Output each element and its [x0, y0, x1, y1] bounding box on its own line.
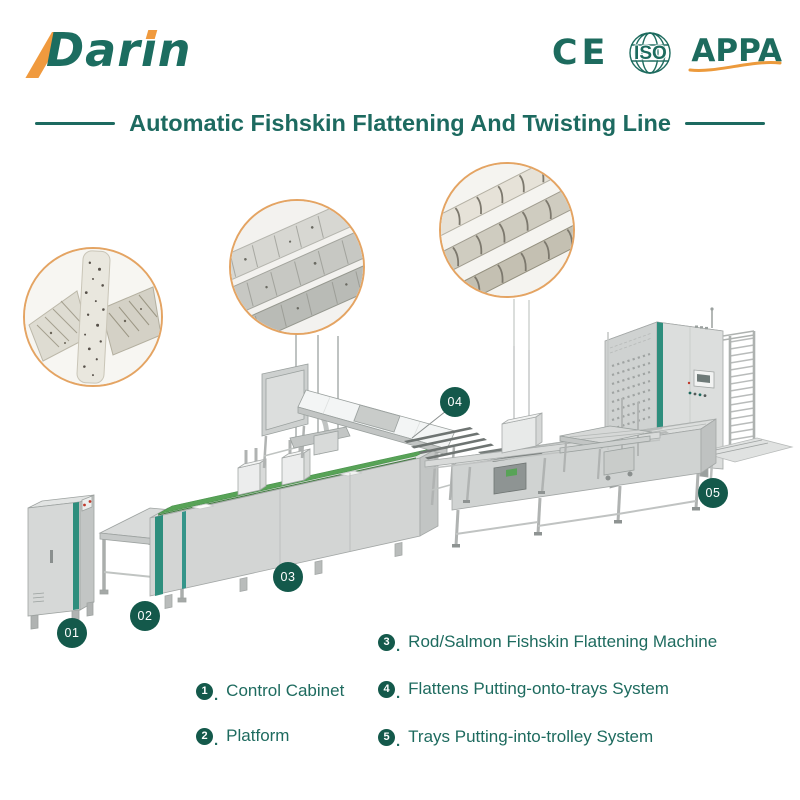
product-photo-flattened-strips: [229, 199, 365, 335]
legend-label: Trays Putting-into-trolley System: [408, 727, 654, 746]
certification-marks: CE ISO APPA: [552, 30, 782, 76]
legend-label: Rod/Salmon Fishskin Flattening Machine: [408, 632, 718, 651]
legend-label: Platform: [226, 726, 290, 745]
ce-mark: CE: [551, 33, 610, 73]
machine-badge-05: 05: [698, 478, 728, 508]
legend-label: Control Cabinet: [226, 681, 345, 700]
title-rule-right: [684, 122, 765, 125]
page-title: Automatic Fishskin Flattening And Twisti…: [129, 110, 671, 136]
appa-swoosh-icon: [688, 61, 782, 72]
legend-label: Flattens Putting-onto-trays System: [408, 679, 669, 698]
legend-item-control-cabinet: 1. Control Cabinet: [196, 679, 345, 704]
machine-badge-02: 02: [130, 601, 160, 631]
exit-shelf-illustration: [559, 332, 653, 481]
product-photo-fishskin-rods: [23, 247, 163, 387]
machine-badge-03: 03: [273, 562, 303, 592]
logo-text: Dar: [46, 23, 141, 77]
legend-item-trolley-system: 5. Trays Putting-into-trolley System: [378, 725, 654, 750]
machine-badge-04: 04: [440, 387, 470, 417]
legend-number-2: 2: [196, 727, 213, 745]
legend-item-platform: 2. Platform: [196, 724, 290, 749]
legend-number-4: 4: [378, 680, 395, 698]
page-title-row: Automatic Fishskin Flattening And Twisti…: [0, 110, 800, 137]
iso-globe-mark: ISO: [626, 30, 674, 76]
globe-icon: [629, 32, 672, 74]
legend-item-flattening-machine: 3. Rod/Salmon Fishskin Flattening Machin…: [378, 630, 718, 655]
badge-04-pointer-line: [411, 410, 447, 439]
legend-item-trays-system: 4. Flattens Putting-onto-trays System: [378, 677, 669, 702]
control-cabinet-illustration: [27, 494, 95, 630]
machine-badge-01: 01: [57, 618, 87, 648]
product-photo-twisted-sticks: [439, 162, 575, 298]
appa-mark: APPA: [688, 33, 782, 73]
overhead-rods-right: [513, 299, 530, 350]
tray-stack-illustration: [404, 427, 494, 460]
title-rule-left: [35, 122, 116, 125]
legend-number-1: 1: [196, 682, 213, 700]
legend-number-5: 5: [378, 728, 395, 746]
elevated-conveyor-illustration: [261, 363, 456, 506]
legend-number-3: 3: [378, 633, 395, 651]
